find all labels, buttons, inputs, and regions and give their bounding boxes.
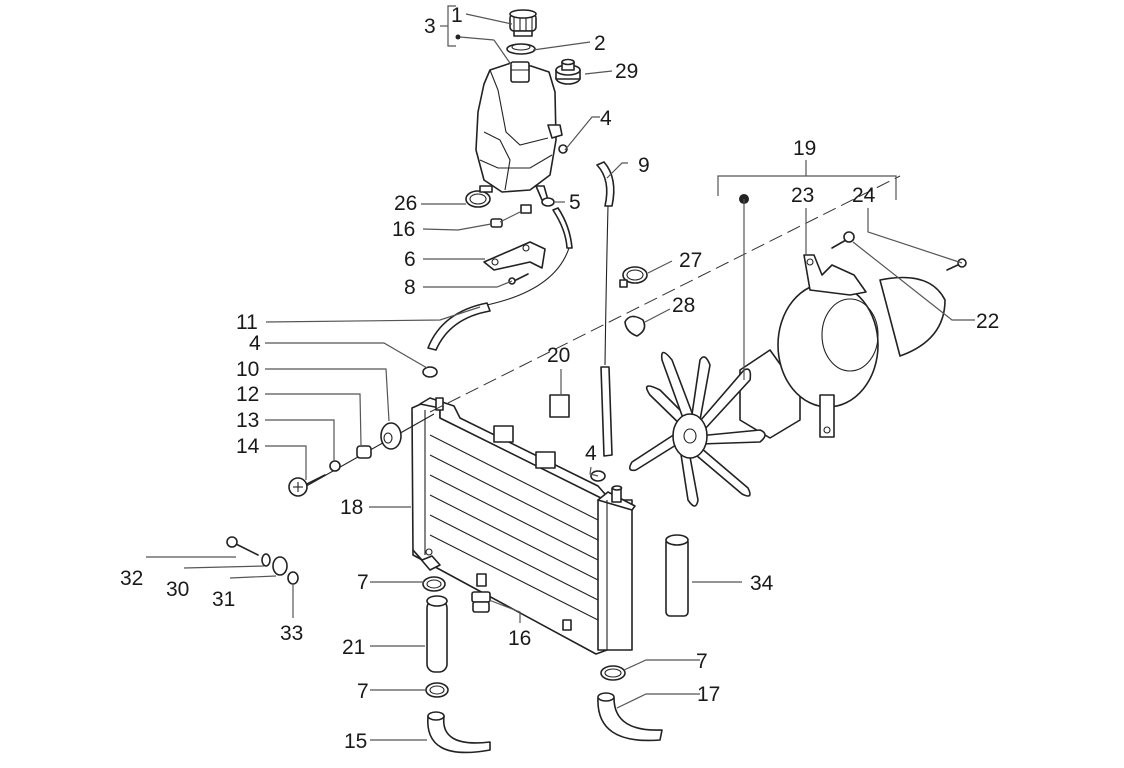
grommet-5 (541, 197, 555, 207)
filler-cap (509, 9, 537, 37)
callout-27: 27 (679, 249, 702, 272)
spacer-12 (356, 445, 372, 459)
callout-12: 12 (236, 383, 259, 406)
fan-axis-line (429, 175, 901, 413)
callout-20: 20 (547, 344, 570, 367)
callout-labels: 1 2 3 29 4 9 26 5 16 6 8 27 28 11 4 10 1… (120, 4, 999, 753)
callout-1: 1 (451, 4, 463, 27)
hose-clamp-7-right (600, 665, 626, 681)
fan-shroud (777, 254, 946, 438)
bypass-hose-11 (427, 302, 491, 351)
rubber-bushing-29 (555, 58, 581, 85)
callout-21: 21 (342, 636, 365, 659)
elbow-hose-15-end (427, 711, 445, 721)
callout-4-left: 4 (249, 332, 261, 355)
radiator (411, 397, 636, 655)
callout-26: 26 (394, 192, 417, 215)
rubber-pad-16-lower (471, 591, 491, 613)
callout-10: 10 (236, 358, 259, 381)
callout-16-upper: 16 (392, 218, 415, 241)
expansion-tank (475, 61, 568, 201)
callout-8: 8 (404, 276, 416, 299)
callout-4-tank: 4 (600, 107, 612, 130)
hose-line-11 (486, 247, 570, 306)
callout-32: 32 (120, 567, 143, 590)
callout-30: 30 (166, 578, 189, 601)
hose-clamp-7-lower (425, 682, 449, 698)
hose-clamp-7-upper (422, 576, 446, 592)
callout-29: 29 (615, 60, 638, 83)
sleeve-34 (665, 534, 689, 617)
callout-3: 3 (424, 15, 436, 38)
fan-blades (628, 351, 766, 507)
spacer-31 (272, 556, 288, 576)
overflow-hose-line (604, 205, 609, 366)
callout-22: 22 (976, 310, 999, 333)
grommet-4-upper (422, 366, 438, 378)
washer-13 (329, 460, 341, 472)
overflow-hose-9 (596, 161, 615, 207)
callout-15: 15 (344, 730, 367, 753)
bolt-32 (226, 536, 259, 556)
callout-16-lower: 16 (508, 627, 531, 650)
screw-8 (508, 273, 529, 285)
callout-5: 5 (569, 191, 581, 214)
callout-24: 24 (852, 184, 876, 207)
callout-2: 2 (594, 32, 606, 55)
bracket-6 (483, 241, 546, 271)
callout-34: 34 (750, 572, 774, 595)
callout-6: 6 (404, 248, 416, 271)
hose-21 (426, 595, 448, 673)
elbow-hose-17 (597, 697, 663, 742)
callout-14: 14 (236, 435, 260, 458)
leader-lines (146, 5, 975, 741)
cap-gasket (506, 43, 536, 55)
screw-23 (831, 231, 855, 249)
circlip-33 (287, 571, 299, 585)
rubber-pad-16-upper (490, 204, 532, 228)
vent-pipe (600, 366, 613, 457)
callout-9: 9 (638, 154, 650, 177)
hose-clip-26 (465, 185, 493, 208)
radiator-fins (429, 434, 599, 621)
elbow-hose-17-end (597, 692, 615, 702)
callout-11: 11 (236, 311, 258, 334)
callout-31: 31 (212, 588, 235, 611)
callout-4-right: 4 (585, 442, 597, 465)
hose-clamp-27 (619, 266, 648, 288)
callout-7-lower: 7 (357, 680, 369, 703)
callout-17: 17 (697, 683, 720, 706)
callout-7-right: 7 (696, 650, 708, 673)
speed-nuts-20 (493, 394, 570, 469)
callout-13: 13 (236, 409, 259, 432)
callout-28: 28 (672, 294, 695, 317)
callout-33: 33 (280, 622, 303, 645)
callout-7-upper: 7 (357, 571, 369, 594)
elbow-hose-15 (427, 715, 491, 754)
washer-30 (261, 553, 271, 567)
spring-clip-28 (624, 315, 646, 337)
rubber-mount-10 (380, 422, 402, 450)
callout-23: 23 (791, 184, 814, 207)
screw-14 (288, 474, 326, 497)
callout-18: 18 (340, 496, 363, 519)
callout-19: 19 (793, 137, 816, 160)
tank-outlet-hose (552, 207, 573, 249)
